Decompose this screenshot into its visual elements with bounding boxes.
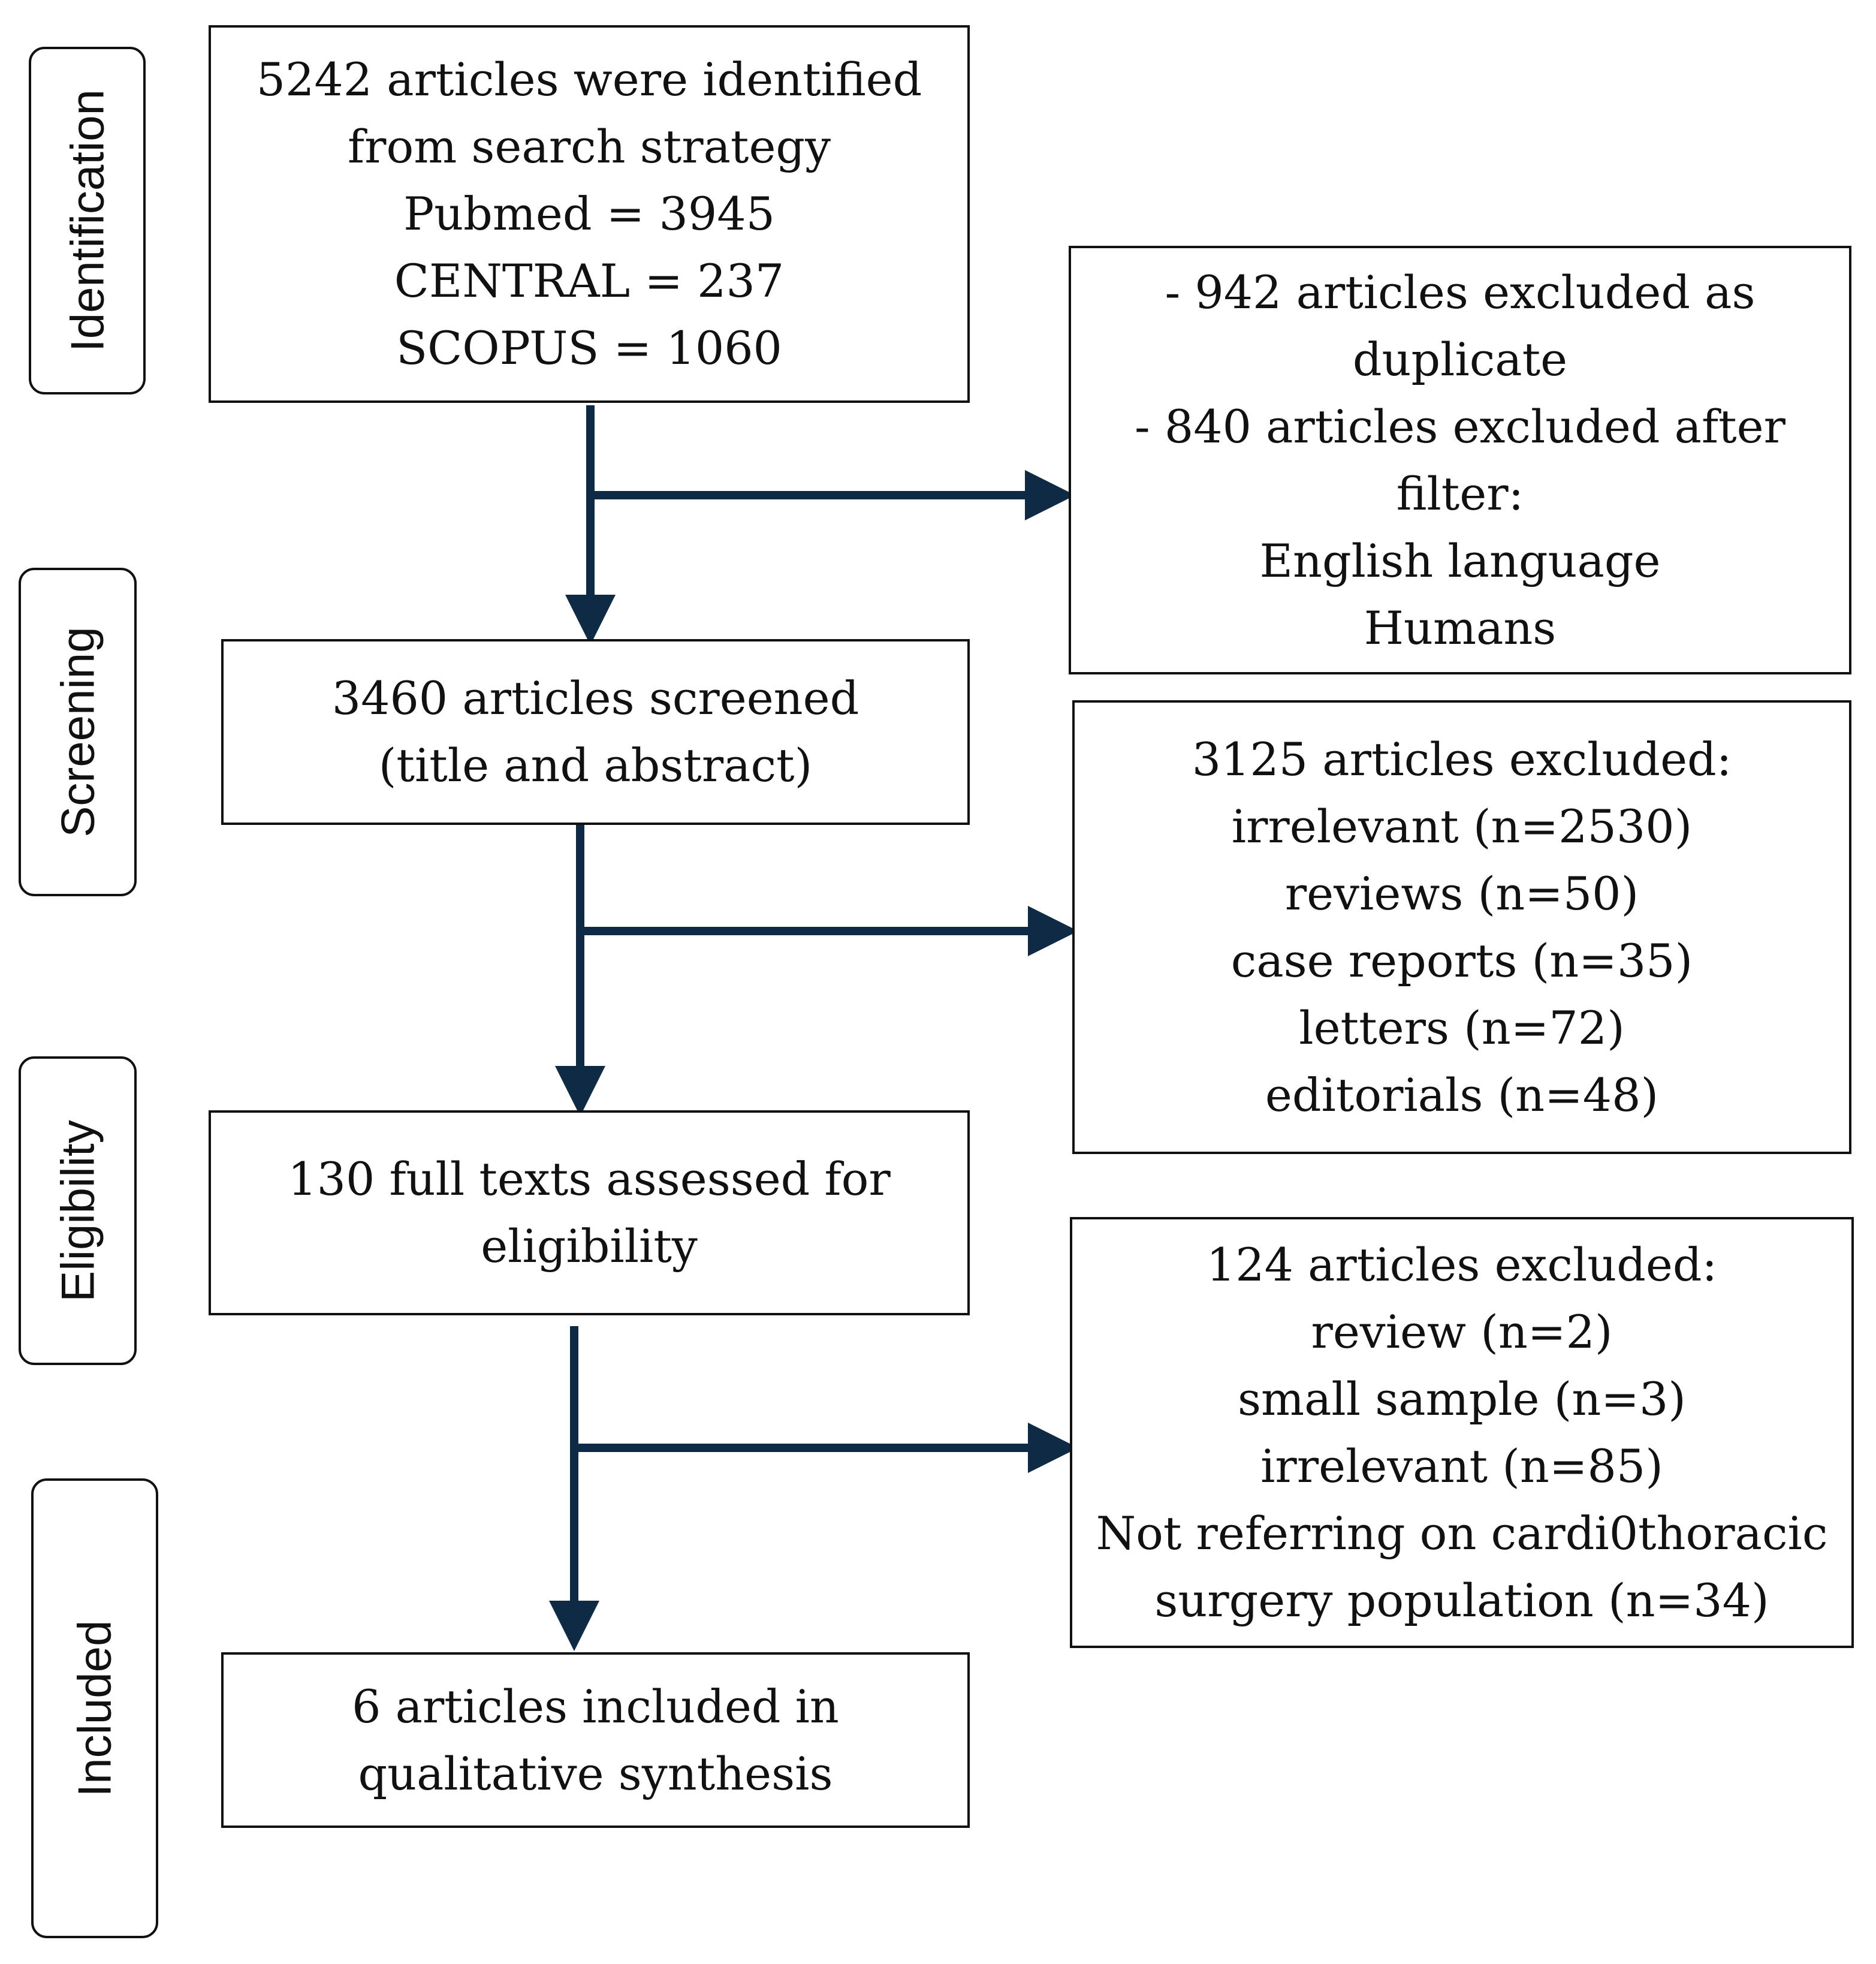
stage-eligibility: Eligibility (19, 1056, 137, 1365)
excluded-duplicates-line: English language (1259, 534, 1661, 588)
excluded-eligibility-line: irrelevant (n=85) (1260, 1439, 1663, 1493)
excluded-duplicates-line: filter: (1396, 466, 1524, 520)
box-excluded-duplicates: - 942 articles excluded as duplicate - 8… (1069, 246, 1851, 674)
box-identified: 5242 articles were identified from searc… (209, 25, 970, 403)
excluded-eligibility-line: Not referring on cardi0thoracic (1096, 1506, 1828, 1560)
stage-label-screening: Screening (51, 626, 104, 838)
excluded-screening-line: case reports (n=35) (1230, 933, 1693, 987)
box-included: 6 articles included in qualitative synth… (221, 1652, 970, 1828)
excluded-eligibility-line: review (n=2) (1311, 1305, 1613, 1358)
box-excluded-eligibility: 124 articles excluded: review (n=2) smal… (1070, 1217, 1854, 1648)
identified-line: Pubmed = 3945 (403, 187, 775, 240)
excluded-duplicates-line: Humans (1364, 601, 1557, 655)
stage-label-eligibility: Eligibility (51, 1119, 104, 1302)
excluded-duplicates-line: - 942 articles excluded as (1165, 265, 1756, 319)
excluded-screening-line: reviews (n=50) (1284, 866, 1639, 920)
excluded-duplicates-line: - 840 articles excluded after (1135, 399, 1785, 453)
excluded-screening-line: editorials (n=48) (1265, 1068, 1659, 1122)
excluded-eligibility-line: small sample (n=3) (1238, 1372, 1686, 1426)
stage-label-included: Included (68, 1620, 121, 1797)
stage-screening: Screening (19, 568, 137, 896)
excluded-screening-line: irrelevant (n=2530) (1231, 799, 1693, 853)
excluded-screening-line: 3125 articles excluded: (1192, 732, 1732, 786)
screened-line: 3460 articles screened (331, 671, 859, 725)
full-texts-line: eligibility (481, 1219, 698, 1273)
identified-line: CENTRAL = 237 (394, 254, 785, 308)
excluded-eligibility-line: 124 articles excluded: (1206, 1237, 1718, 1291)
stage-label-identification: Identification (61, 89, 113, 352)
stage-identification: Identification (29, 47, 146, 394)
box-screened: 3460 articles screened (title and abstra… (221, 639, 970, 825)
identified-line: SCOPUS = 1060 (396, 321, 782, 375)
included-line: 6 articles included in (352, 1679, 839, 1733)
full-texts-line: 130 full texts assessed for (288, 1152, 891, 1206)
box-excluded-screening: 3125 articles excluded: irrelevant (n=25… (1072, 700, 1851, 1154)
screened-line: (title and abstract) (378, 739, 813, 792)
excluded-screening-line: letters (n=72) (1299, 1001, 1625, 1055)
box-full-texts: 130 full texts assessed for eligibility (209, 1110, 970, 1315)
excluded-duplicates-line: duplicate (1352, 332, 1568, 386)
identified-line: 5242 articles were identified (256, 53, 922, 106)
identified-line: from search strategy (347, 120, 831, 173)
stage-included: Included (31, 1478, 158, 1938)
included-line: qualitative synthesis (358, 1746, 833, 1800)
excluded-eligibility-line: surgery population (n=34) (1154, 1573, 1769, 1627)
